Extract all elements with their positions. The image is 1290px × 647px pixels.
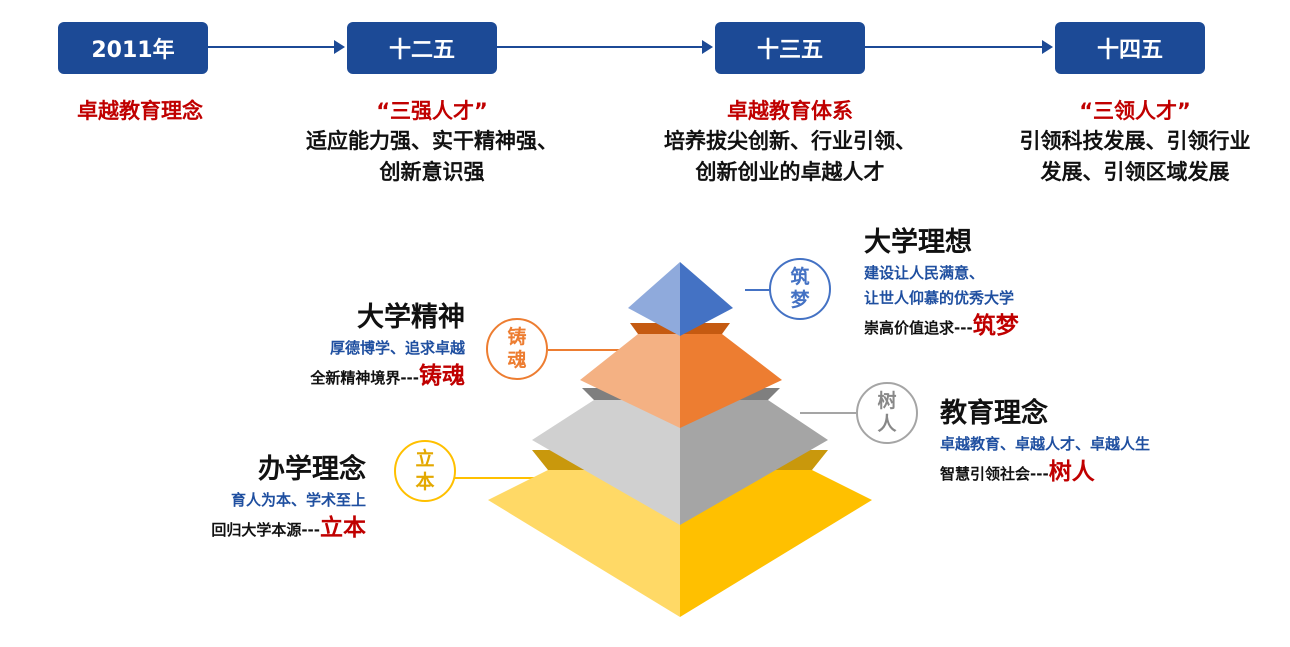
timeline-arrow <box>208 40 345 54</box>
block-sub: 让世人仰慕的优秀大学 <box>864 289 1015 307</box>
stage-text: 创新创业的卓越人才 <box>695 160 885 184</box>
timeline-box-2011: 2011年 <box>58 22 208 74</box>
block-emphasis: 树人 <box>1048 459 1095 485</box>
badge-shuren: 树人 <box>856 382 918 444</box>
block-philosophy: 办学理念 育人为本、学术至上 回归大学本源---立本 <box>130 452 366 545</box>
block-footer: 崇高价值追求---筑梦 <box>864 313 1019 339</box>
timeline-arrow <box>865 40 1053 54</box>
timeline-box-13th: 十三五 <box>715 22 865 74</box>
block-title: 大学理想 <box>864 227 972 258</box>
stage-heading: “三领人才” <box>1079 99 1191 123</box>
stage-heading: 卓越教育体系 <box>727 99 853 123</box>
block-footer: 智慧引领社会---树人 <box>940 459 1095 485</box>
block-emphasis: 立本 <box>320 515 366 541</box>
block-emphasis: 筑梦 <box>972 313 1019 339</box>
block-education: 教育理念 卓越教育、卓越人才、卓越人生 智慧引领社会---树人 <box>940 396 1150 489</box>
stage-2011: 卓越教育理念 <box>40 96 240 126</box>
timeline-box-12th: 十二五 <box>347 22 497 74</box>
timeline-box-14th: 十四五 <box>1055 22 1205 74</box>
timeline-label: 十三五 <box>756 38 823 63</box>
block-sub: 建设让人民满意、 <box>864 264 985 282</box>
stage-text: 培养拔尖创新、行业引领、 <box>664 129 916 153</box>
block-sub: 厚德博学、追求卓越 <box>329 339 465 357</box>
timeline-arrow <box>497 40 713 54</box>
stage-text: 创新意识强 <box>379 160 485 184</box>
timeline-label: 十四五 <box>1096 38 1163 63</box>
stage-13th: 卓越教育体系 培养拔尖创新、行业引领、 创新创业的卓越人才 <box>615 96 965 188</box>
stage-text: 适应能力强、实干精神强、 <box>306 129 558 153</box>
stage-14th: “三领人才” 引领科技发展、引领行业 发展、引领区域发展 <box>985 96 1285 188</box>
block-title: 教育理念 <box>940 398 1048 429</box>
block-title: 办学理念 <box>258 454 366 485</box>
block-sub: 卓越教育、卓越人才、卓越人生 <box>940 435 1151 453</box>
stage-text: 发展、引领区域发展 <box>1040 160 1230 184</box>
stage-12th: “三强人才” 适应能力强、实干精神强、 创新意识强 <box>262 96 602 188</box>
block-title: 大学精神 <box>357 302 465 333</box>
badge-liben: 立本 <box>394 440 456 502</box>
timeline-label: 十二五 <box>388 38 455 63</box>
stage-heading: 卓越教育理念 <box>77 99 203 123</box>
block-ideal: 大学理想 建设让人民满意、 让世人仰慕的优秀大学 崇高价值追求---筑梦 <box>864 225 1019 343</box>
timeline-label: 2011年 <box>91 38 175 63</box>
block-footer: 全新精神境界---铸魂 <box>310 363 465 389</box>
block-footer: 回归大学本源---立本 <box>211 515 366 541</box>
badge-zhuhun: 铸魂 <box>486 318 548 380</box>
block-emphasis: 铸魂 <box>419 363 465 389</box>
stage-heading: “三强人才” <box>376 99 488 123</box>
block-sub: 育人为本、学术至上 <box>230 491 366 509</box>
block-spirit: 大学精神 厚德博学、追求卓越 全新精神境界---铸魂 <box>230 300 465 393</box>
stage-text: 引领科技发展、引领行业 <box>1019 129 1251 153</box>
badge-zhumeng: 筑梦 <box>769 258 831 320</box>
pyramid-tier-ideal <box>628 262 733 336</box>
